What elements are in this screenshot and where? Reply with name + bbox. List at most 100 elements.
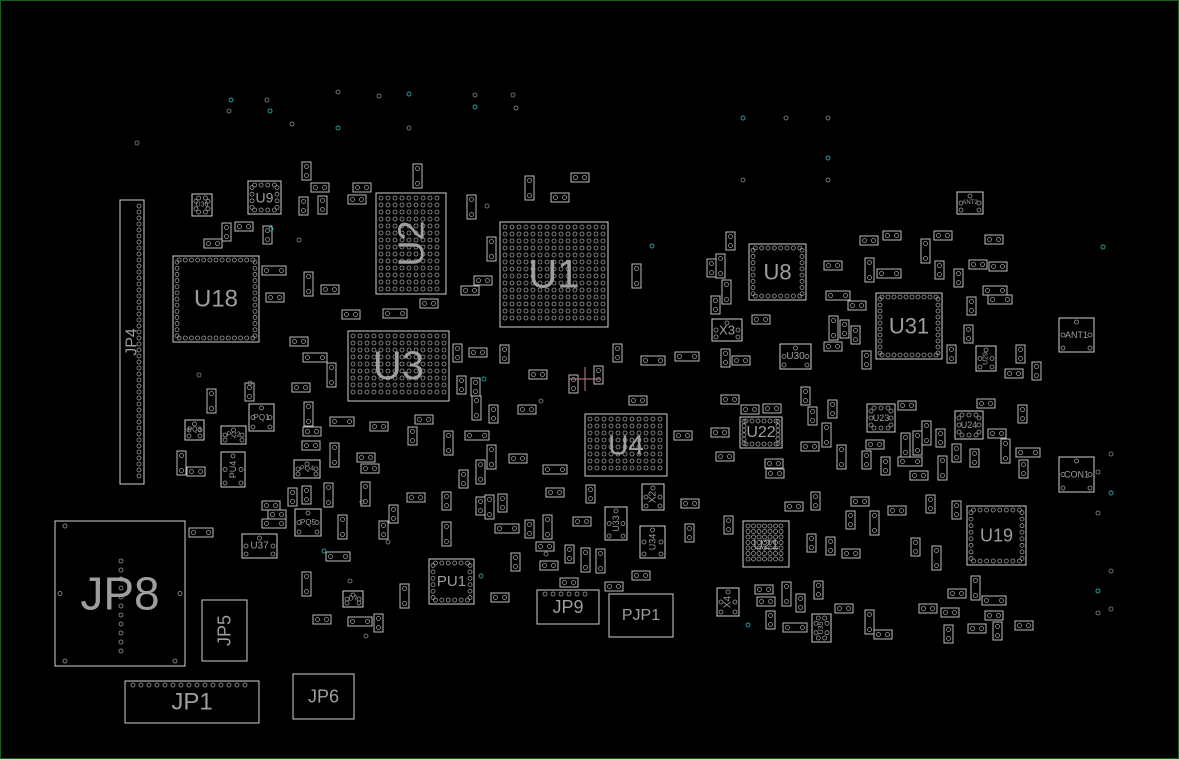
pins bbox=[813, 615, 830, 641]
component-d7[interactable]: D7 bbox=[342, 590, 364, 608]
passive-pad bbox=[585, 484, 596, 504]
passive-pad bbox=[301, 440, 321, 451]
passive-pad bbox=[488, 404, 499, 424]
passive-pad bbox=[464, 430, 490, 441]
passive-pad bbox=[456, 375, 467, 395]
passive-pad bbox=[564, 544, 575, 564]
passive-pad bbox=[850, 325, 861, 345]
component-pq2[interactable]: PQ2 bbox=[220, 425, 247, 445]
component-u8[interactable]: U8 bbox=[748, 243, 807, 301]
component-pu1[interactable]: PU1 bbox=[428, 558, 475, 605]
component-ant2[interactable]: ANT2 bbox=[956, 191, 984, 215]
component-label: X2 bbox=[648, 490, 659, 503]
component-label: JP4 bbox=[124, 328, 141, 356]
component-pq3[interactable]: PQ3 bbox=[184, 419, 205, 441]
passive-pad bbox=[984, 234, 1004, 245]
component-u33[interactable]: U33 bbox=[604, 506, 628, 541]
via bbox=[321, 548, 327, 554]
component-u23[interactable]: U23 bbox=[866, 403, 896, 433]
passive-pad bbox=[329, 416, 355, 427]
component-u36[interactable]: U36 bbox=[191, 193, 213, 217]
component-pq5[interactable]: PQ5 bbox=[294, 508, 322, 537]
passive-pad bbox=[460, 285, 480, 296]
via bbox=[513, 105, 519, 111]
component-x4[interactable]: X4 bbox=[716, 587, 740, 617]
component-label: ANT1 bbox=[1065, 330, 1088, 340]
component-u21[interactable]: U21 bbox=[742, 520, 790, 568]
passive-pad bbox=[378, 520, 389, 540]
passive-pad bbox=[782, 622, 808, 633]
passive-pad bbox=[580, 547, 591, 573]
passive-pad bbox=[310, 182, 330, 193]
component-jp4[interactable]: JP4 bbox=[119, 199, 145, 485]
component-x2[interactable]: X2 bbox=[641, 483, 665, 511]
passive-pad bbox=[382, 308, 408, 319]
component-u35[interactable]: U35 bbox=[811, 613, 832, 643]
component-jp6[interactable]: JP6 bbox=[292, 673, 355, 720]
passive-pad bbox=[441, 491, 452, 511]
component-u24[interactable]: U24 bbox=[954, 410, 984, 440]
component-label: PQ4 bbox=[300, 466, 314, 473]
via bbox=[472, 104, 478, 110]
component-pq1[interactable]: PQ1 bbox=[248, 403, 275, 432]
passive-pad bbox=[347, 194, 367, 205]
component-jp5[interactable]: JP5 bbox=[201, 599, 248, 662]
passive-pad bbox=[595, 548, 606, 574]
component-label: U37 bbox=[250, 541, 269, 552]
component-label: PU4 bbox=[228, 461, 238, 479]
component-u22[interactable]: U22 bbox=[739, 416, 783, 449]
component-pjp1[interactable]: PJP1 bbox=[608, 593, 674, 638]
passive-pad bbox=[176, 450, 187, 476]
pins bbox=[718, 589, 738, 615]
passive-pad bbox=[452, 343, 463, 363]
component-u34[interactable]: U34 bbox=[639, 525, 666, 559]
via bbox=[226, 108, 232, 114]
pins bbox=[977, 347, 995, 370]
passive-pad bbox=[859, 235, 879, 246]
passive-pad bbox=[593, 365, 604, 385]
via bbox=[1108, 451, 1114, 457]
passive-pad bbox=[301, 161, 312, 181]
component-pu4[interactable]: PU4 bbox=[220, 451, 246, 488]
pins bbox=[502, 224, 606, 321]
passive-pad bbox=[934, 260, 945, 280]
passive-pad bbox=[203, 238, 223, 249]
component-outline bbox=[124, 680, 260, 724]
pins bbox=[430, 560, 473, 603]
passive-pad bbox=[473, 275, 493, 286]
via bbox=[247, 380, 253, 386]
component-u3[interactable]: U3 bbox=[347, 330, 450, 402]
component-u18[interactable]: U18 bbox=[172, 255, 260, 343]
passive-pad bbox=[406, 492, 426, 503]
component-label: U2 bbox=[391, 220, 432, 266]
pins bbox=[250, 405, 273, 430]
component-u30[interactable]: U30 bbox=[779, 343, 812, 370]
component-label: JP6 bbox=[308, 687, 339, 707]
component-x3[interactable]: X3 bbox=[711, 318, 743, 342]
component-jp8[interactable]: JP8 bbox=[54, 520, 186, 667]
component-con1[interactable]: CON1 bbox=[1058, 456, 1095, 493]
component-u2[interactable]: U2 bbox=[375, 192, 447, 295]
component-ant1[interactable]: ANT1 bbox=[1058, 317, 1095, 353]
via bbox=[825, 155, 831, 161]
pins bbox=[130, 682, 248, 688]
component-outline bbox=[956, 191, 984, 215]
component-pq4[interactable]: PQ4 bbox=[293, 459, 321, 479]
component-u9[interactable]: U9 bbox=[247, 180, 282, 215]
passive-pad bbox=[1031, 361, 1042, 381]
component-u37[interactable]: U37 bbox=[241, 533, 278, 559]
component-outline bbox=[716, 587, 740, 617]
component-u19[interactable]: U19 bbox=[966, 505, 1027, 566]
cursor-crosshair bbox=[569, 367, 601, 391]
component-jp9[interactable]: JP9 bbox=[536, 589, 600, 625]
component-u4[interactable]: U4 bbox=[584, 413, 668, 477]
passive-pad bbox=[850, 496, 870, 507]
passive-pad bbox=[918, 603, 938, 614]
component-jp1[interactable]: JP1 bbox=[124, 680, 260, 724]
component-u1[interactable]: U1 bbox=[499, 221, 609, 328]
component-u31[interactable]: U31 bbox=[875, 292, 943, 360]
passive-pad bbox=[510, 552, 521, 572]
component-u29[interactable]: U29 bbox=[975, 345, 997, 372]
